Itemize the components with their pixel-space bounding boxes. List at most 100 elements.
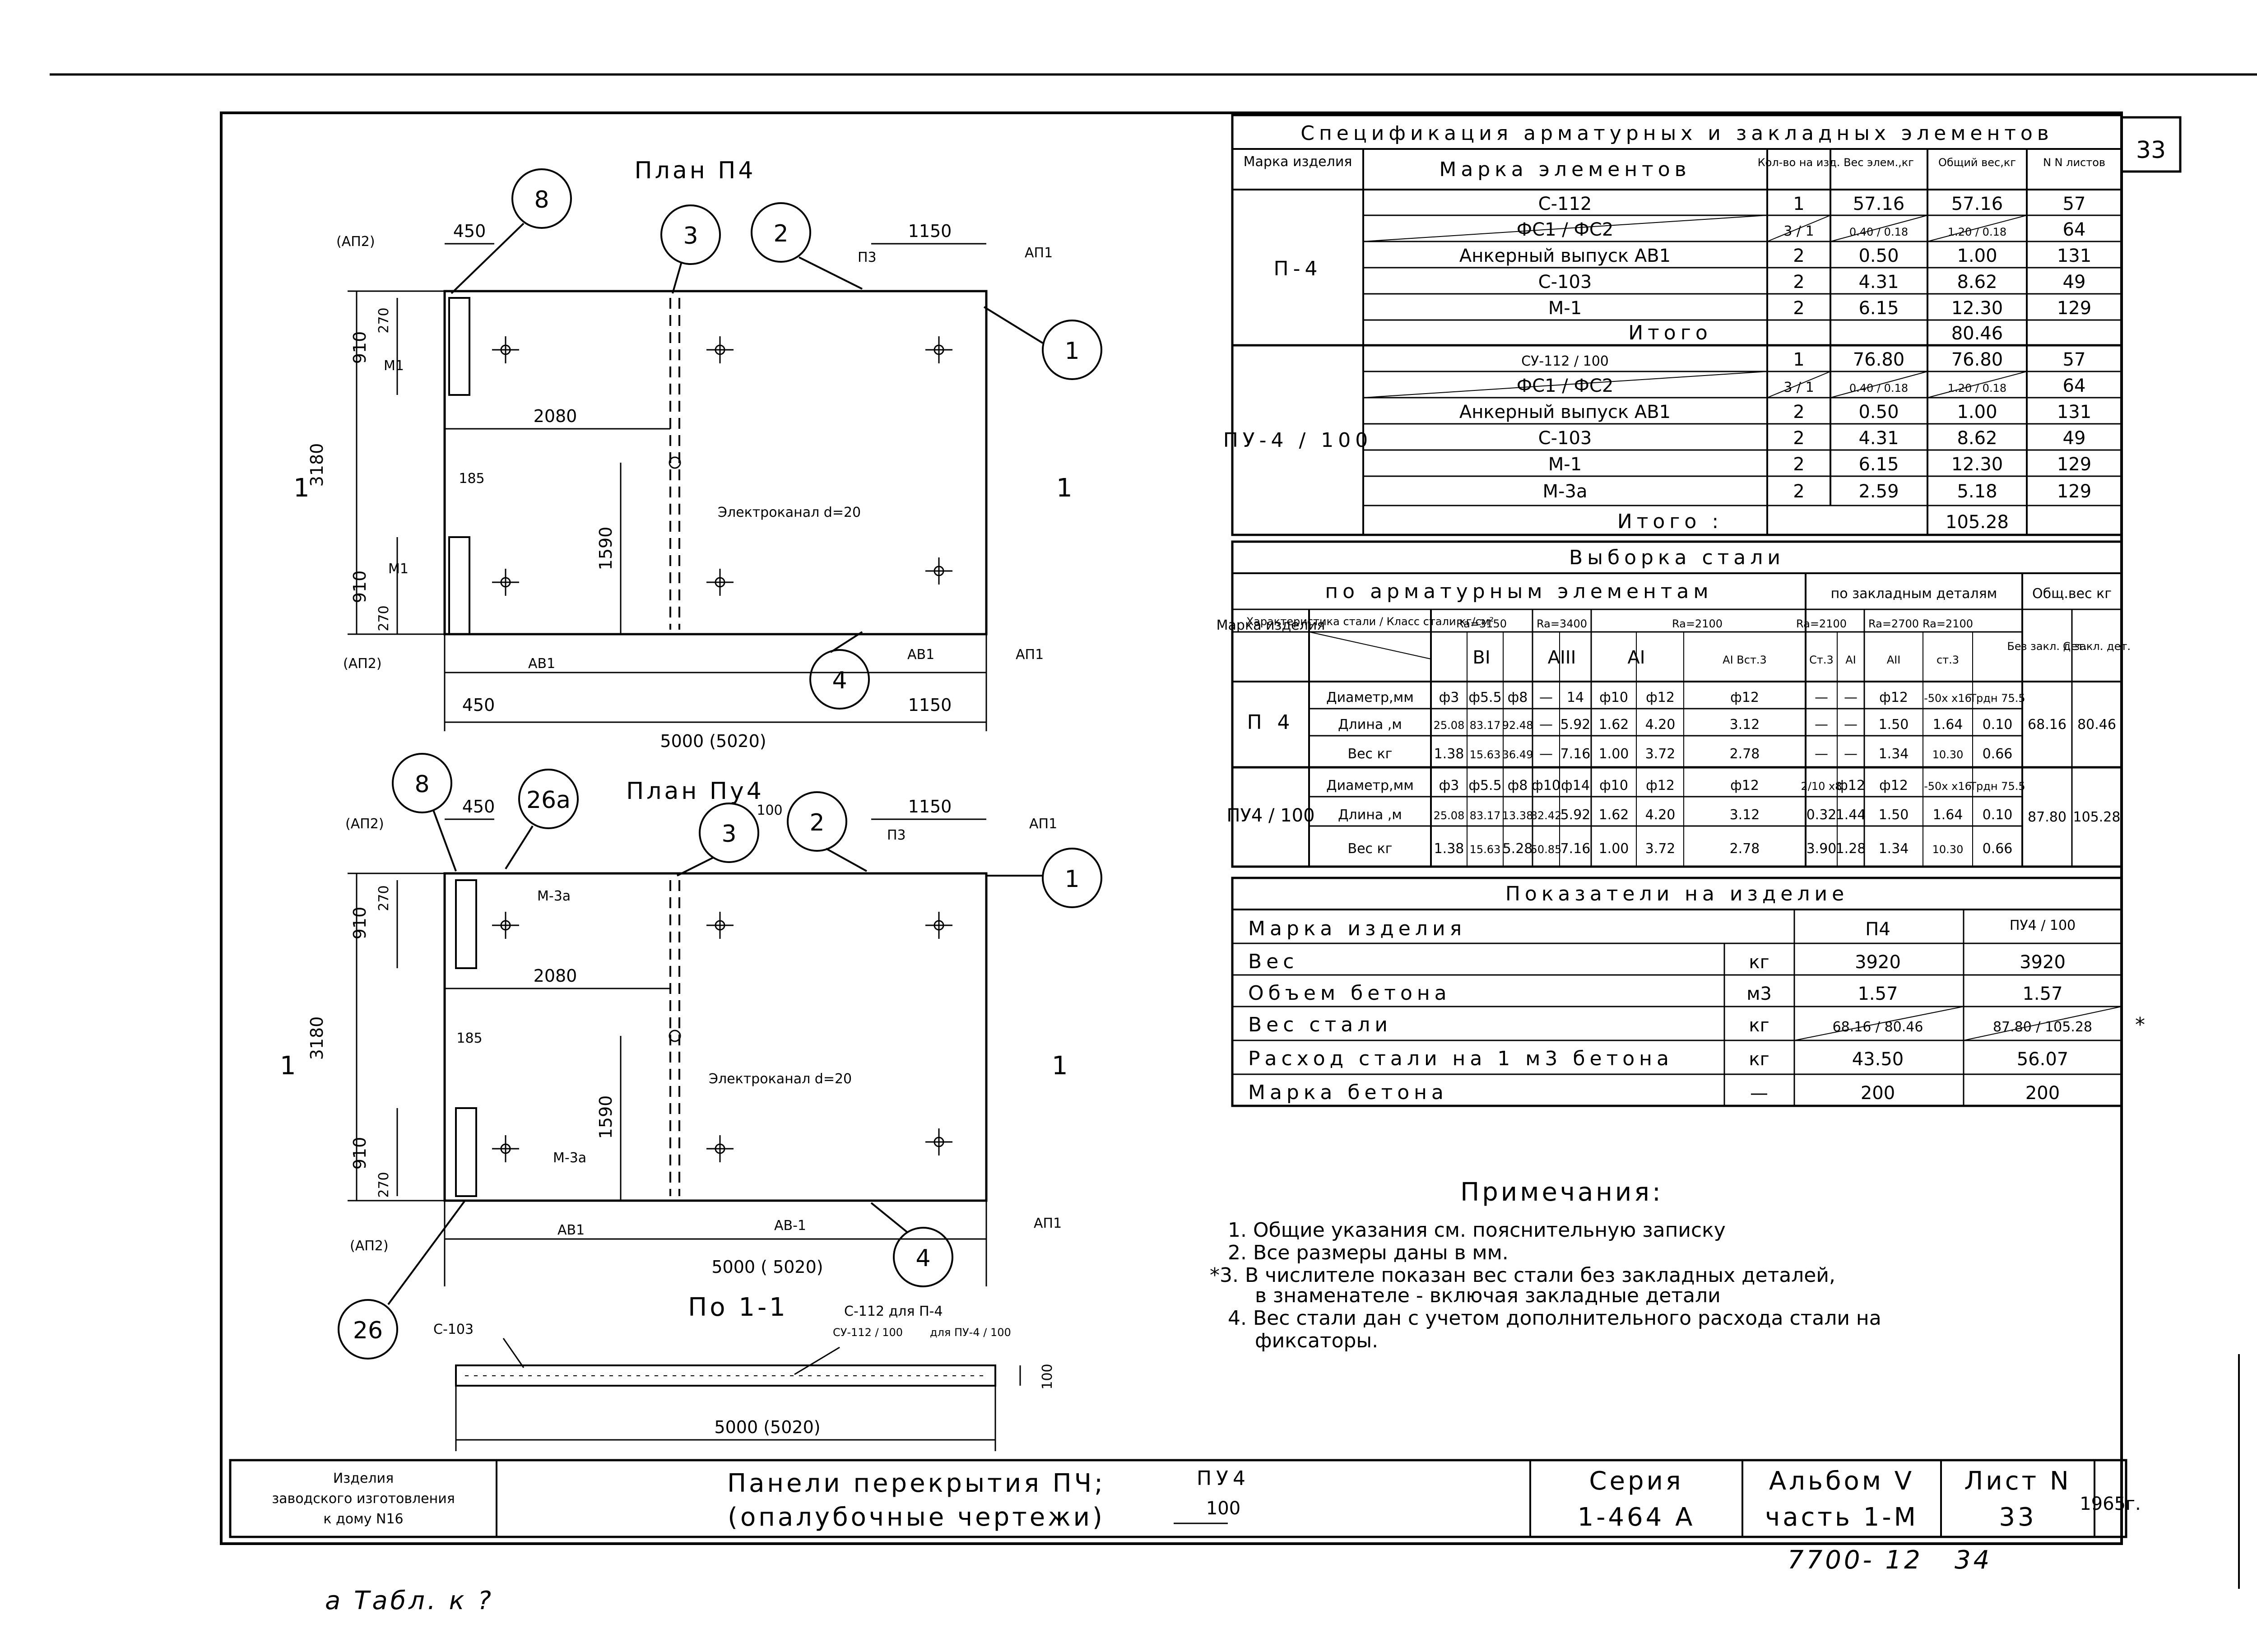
archive-page: 34: [1955, 1545, 1992, 1575]
plan1-dim: 270: [376, 307, 392, 333]
table-cell: 2.78: [1730, 841, 1760, 857]
tb-series-value: 1-464 А: [1578, 1503, 1695, 1532]
plan1-label: АП1: [1016, 647, 1044, 663]
table-cell: Объем бетона: [1248, 982, 1451, 1005]
steel-total-head-1: Без закл. дет.: [2007, 640, 2087, 653]
plan1-callout: 8: [534, 186, 549, 213]
plan2-dim: 2080: [534, 966, 577, 986]
section-1-1: По 1-1 С-103 С-112 для П-4 СУ-112 / 100 …: [433, 1293, 1055, 1451]
spec-title: Спецификация арматурных и закладных элем…: [1300, 122, 2053, 145]
steel-product2-total-1: 87.80: [2028, 809, 2067, 825]
steel-sub-total: Общ.вес кг: [2032, 586, 2112, 602]
plan1-dim: 270: [376, 605, 392, 631]
table-cell: 43.50: [1852, 1049, 1904, 1070]
table-cell: 3.12: [1730, 717, 1760, 733]
table-cell: Расход стали на 1 м3 бетона: [1248, 1047, 1673, 1070]
spec-group1-total: 80.46: [1951, 323, 2003, 344]
plan2-label: АВ1: [557, 1222, 585, 1238]
table-cell: 12.30: [1951, 298, 2003, 319]
table-cell: —: [1539, 717, 1553, 733]
table-cell: —: [1815, 690, 1828, 705]
spec-group1-total-label: Итого: [1628, 321, 1712, 344]
table-cell: 76.80: [1853, 349, 1905, 370]
table-cell: СУ-112 / 100: [1521, 353, 1609, 369]
table-cell: 1.64: [1933, 717, 1963, 733]
plan1-dim: 910: [350, 571, 370, 603]
table-cell: 82.42: [1531, 809, 1562, 822]
section-label: для ПУ-4 / 100: [930, 1326, 1011, 1339]
table-cell: 1.20 / 0.18: [1948, 226, 2006, 238]
spec-group2-rows: СУ-112 / 100 1 76.80 76.80 57 ФС1 / ФС2 …: [1459, 349, 2091, 533]
table-cell: ф12: [1879, 778, 1908, 794]
table-cell: М-1: [1548, 298, 1582, 319]
table-cell: 1.00: [1599, 746, 1629, 762]
plan-pu4: План Пу4 100: [280, 753, 1102, 1360]
plan2-dim: 3180: [307, 1016, 327, 1060]
plan1-panel-outline: [443, 290, 988, 636]
steel-class-ai-emb: AI: [1845, 654, 1856, 666]
table-cell: 49: [2063, 428, 2086, 449]
table-cell: 57: [2063, 194, 2086, 214]
table-cell: 76.80: [1951, 349, 2003, 370]
table-cell: 64: [2063, 376, 2086, 396]
notes-title: Примечания:: [1460, 1178, 1663, 1207]
table-cell: С-103: [1538, 428, 1592, 449]
section-label: 5000 (5020): [714, 1417, 820, 1437]
table-cell: ф14: [1561, 778, 1590, 794]
table-cell: 4.20: [1645, 717, 1676, 733]
steel-sub-emb: по закладным деталям: [1831, 586, 1997, 602]
table-cell: 5.28: [1503, 841, 1533, 857]
spec-group2-mark: ПУ-4 / 100: [1223, 429, 1373, 452]
steel-head-mark: Марка изделия: [1217, 617, 1325, 633]
plan1-dim: 450: [453, 221, 486, 241]
table-cell: ф8: [1508, 778, 1528, 794]
plan1-dim: 2080: [534, 406, 577, 426]
steel-class-bi: BI: [1472, 647, 1490, 668]
plan1-label: АП1: [1025, 245, 1053, 261]
plan1-dim: 1150: [908, 221, 952, 241]
plan2-label: АП1: [1034, 1216, 1062, 1231]
tb-left-line: заводского изготовления: [272, 1491, 455, 1507]
table-cell: 7.16: [1560, 746, 1591, 762]
steel-product1-mark: П 4: [1247, 711, 1294, 734]
indicators-head-p4: П4: [1865, 919, 1890, 940]
table-cell: 2/10 х8: [1801, 780, 1842, 793]
steel-class-aiii: AIII: [1548, 647, 1576, 668]
table-cell: 129: [2057, 298, 2091, 319]
spec-group2-total-label: Итого :: [1617, 510, 1723, 533]
table-cell: ф12: [1836, 778, 1865, 794]
table-cell: 2: [1793, 272, 1804, 292]
table-cell: —: [1844, 717, 1858, 733]
plan1-label: М1: [384, 358, 404, 374]
table-cell: ф10: [1532, 778, 1560, 794]
plan1-callout: 2: [773, 220, 788, 247]
note-line: фиксаторы.: [1255, 1329, 1378, 1352]
table-cell: 3 / 1: [1783, 223, 1814, 239]
table-cell: 0.10: [1983, 807, 2013, 823]
plan1-dim: 5000 (5020): [660, 731, 766, 751]
table-cell: —: [1750, 1083, 1768, 1104]
plan1-section-mark: 1: [1056, 473, 1075, 503]
table-cell: 0.50: [1858, 246, 1899, 266]
table-cell: 0.50: [1858, 402, 1899, 422]
table-cell: —: [1844, 690, 1858, 705]
plan2-subtitle: 100: [757, 803, 782, 818]
plan1-title: План П4: [635, 157, 756, 184]
steel-ra-4: Ra=2100: [1796, 617, 1847, 630]
table-cell: ф8: [1508, 690, 1528, 705]
plan1-label: Электроканал d=20: [718, 505, 861, 520]
plan1-label: АВ1: [528, 656, 555, 672]
table-cell: 10.30: [1932, 843, 1964, 856]
table-cell: 68.16 / 80.46: [1833, 1019, 1923, 1035]
table-cell: 36.49: [1502, 748, 1533, 761]
table-cell: 87.80 / 105.28: [1993, 1019, 2092, 1035]
section-label: С-103: [433, 1322, 474, 1337]
spec-group1-rows: С-112 1 57.16 57.16 57 ФС1 / ФС2 3 / 1 0…: [1459, 194, 2091, 344]
table-cell: 1.57: [2022, 984, 2062, 1004]
table-cell: 1.57: [1858, 984, 1898, 1004]
plan2-callout: 26: [353, 1317, 383, 1344]
table-cell: Длина ,м: [1338, 807, 1402, 823]
spec-group1-mark: П-4: [1274, 257, 1322, 280]
table-cell: 129: [2057, 481, 2091, 502]
